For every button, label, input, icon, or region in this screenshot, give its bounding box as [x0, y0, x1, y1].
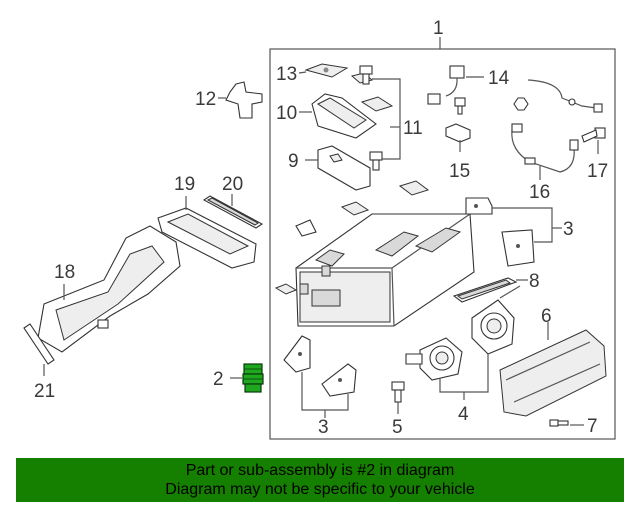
callout-10: 10: [276, 103, 297, 124]
part-9-bracket[interactable]: [317, 145, 371, 191]
part-17-bolt[interactable]: [581, 127, 606, 143]
part-2-highlighted[interactable]: [242, 363, 264, 393]
callout-20: 20: [222, 174, 243, 195]
part-3-bracket-upper[interactable]: [465, 197, 535, 267]
callout-11: 11: [403, 118, 423, 139]
part-14-harness[interactable]: [427, 65, 603, 115]
part-11-bolt[interactable]: [359, 65, 383, 171]
callout-3-lower: 3: [318, 417, 329, 438]
part-8-strip[interactable]: [452, 277, 518, 303]
part-4-fan[interactable]: [405, 285, 521, 381]
part-3-bracket-lower[interactable]: [283, 335, 357, 397]
callout-9: 9: [288, 151, 299, 172]
callout-14: 14: [488, 68, 510, 89]
callout-1: 1: [433, 18, 444, 39]
part-7-bolt[interactable]: [549, 419, 569, 427]
callout-19: 19: [174, 174, 195, 195]
part-6-cover[interactable]: [499, 329, 607, 417]
assembly-frame: [269, 48, 616, 440]
callout-13: 13: [276, 64, 297, 85]
callout-21: 21: [34, 381, 55, 402]
callout-labels: 1 2 3 3 4 5 6 7 8 9 10 11 12 13 14 15 16…: [34, 18, 608, 438]
banner-line-1: Part or sub-assembly is #2 in diagram: [185, 462, 455, 479]
part-21-seal[interactable]: [23, 323, 55, 365]
callout-8: 8: [529, 271, 540, 292]
callout-6: 6: [541, 306, 552, 327]
callout-15: 15: [449, 161, 470, 182]
info-banner: Part or sub-assembly is #2 in diagram Di…: [16, 458, 624, 502]
callout-5: 5: [392, 417, 403, 438]
part-18-duct[interactable]: [37, 225, 181, 353]
part-1-battery[interactable]: [295, 213, 475, 327]
part-5-bolt[interactable]: [391, 381, 405, 403]
part-13-clip[interactable]: [304, 63, 349, 78]
callout-3-upper: 3: [563, 219, 574, 240]
part-20-strip[interactable]: [202, 195, 264, 229]
parts-diagram: 1 2 3 3 4 5 6 7 8 9 10 11 12 13 14 15 16…: [23, 18, 616, 440]
callout-12: 12: [195, 89, 216, 110]
part-16-hose[interactable]: [511, 123, 579, 173]
part-10-cover[interactable]: [311, 93, 377, 139]
callout-7: 7: [587, 416, 598, 437]
callout-2: 2: [213, 369, 224, 390]
callout-17: 17: [587, 161, 608, 182]
part-12-bracket[interactable]: [225, 81, 263, 119]
callout-18: 18: [54, 262, 75, 283]
part-15-bracket[interactable]: [445, 123, 471, 143]
banner-line-2: Diagram may not be specific to your vehi…: [165, 481, 475, 498]
callout-16: 16: [529, 182, 550, 203]
callout-4: 4: [458, 404, 469, 425]
